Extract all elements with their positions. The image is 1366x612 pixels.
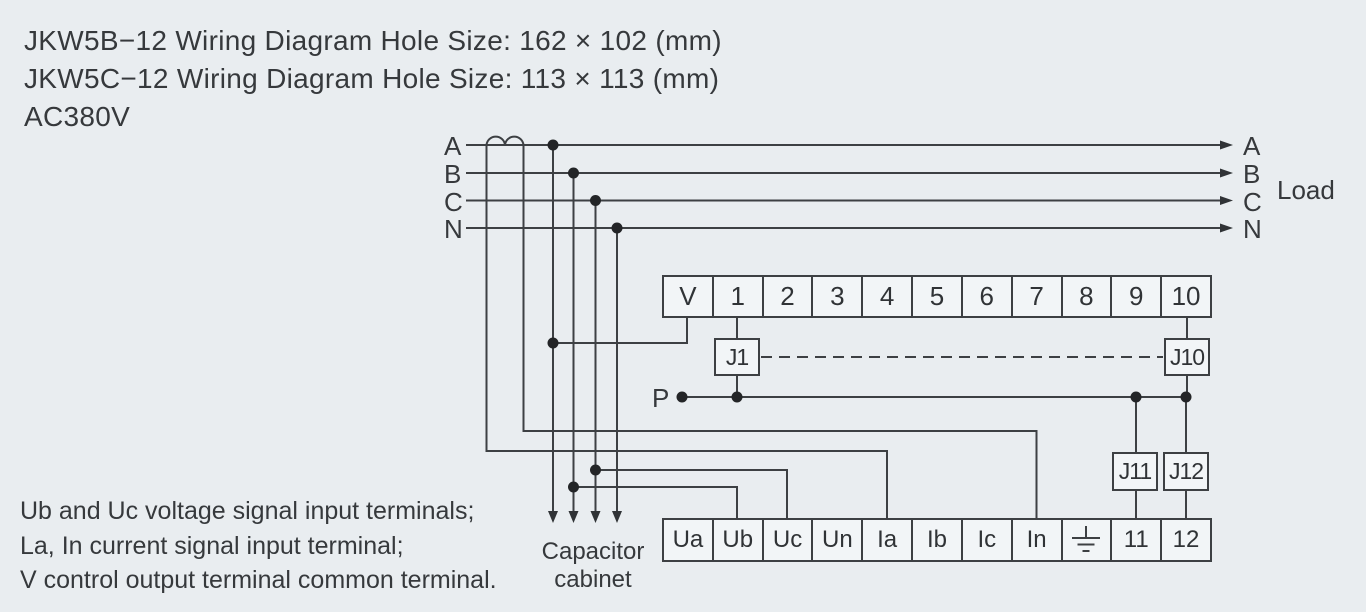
- top-cell-9: 9: [1110, 277, 1160, 316]
- capacitor-label-line-2: cabinet: [554, 565, 632, 593]
- ub-tap-link: [573, 486, 738, 518]
- top-cell-3: 3: [811, 277, 861, 316]
- bottom-cell-ia: Ia: [861, 520, 911, 560]
- relay-j10: J10: [1164, 338, 1210, 376]
- uc-tap-link: [595, 469, 788, 518]
- top-cell-6: 6: [960, 277, 1011, 316]
- title-line-3: AC380V: [24, 101, 131, 132]
- bottom-cell-ib: Ib: [911, 520, 961, 560]
- bottom-cell-un: Un: [811, 520, 861, 560]
- title-line-2: JKW5C−12 Wiring Diagram Hole Size: 113 ×…: [24, 63, 720, 94]
- bottom-cell-ic: Ic: [960, 520, 1011, 560]
- relay-j12: J12: [1163, 452, 1209, 491]
- ct-symbol-icon: [485, 135, 525, 146]
- note-line-3: V control output terminal common termina…: [20, 566, 497, 594]
- load-arrowheads: [1220, 140, 1233, 233]
- ct-lead-to-in: [522, 145, 1038, 518]
- bottom-cell-uc: Uc: [761, 520, 812, 560]
- bottom-cell-ub: Ub: [711, 520, 762, 560]
- top-cell-v: V: [679, 281, 697, 311]
- top-cell-7: 7: [1010, 277, 1061, 316]
- bottom-terminal-block: Ua Ub Uc Un Ia Ib Ic In 11 12: [662, 518, 1212, 562]
- terminal-notes: Ub and Uc voltage signal input terminals…: [20, 494, 497, 598]
- bottom-cell-ua: Ua: [672, 526, 704, 553]
- top-cell-4: 4: [861, 277, 911, 316]
- relay-j1: J1: [714, 338, 760, 376]
- top-cell-8: 8: [1060, 277, 1111, 316]
- capacitor-arrowheads: [548, 511, 622, 523]
- junction-dots: [547, 139, 1192, 493]
- phase-label-left-n: N: [444, 214, 463, 244]
- phase-label-right-a: A: [1243, 131, 1261, 161]
- note-line-1: Ub and Uc voltage signal input terminals…: [20, 497, 475, 525]
- phase-label-right-b: B: [1243, 159, 1261, 189]
- top-cell-5: 5: [911, 277, 961, 316]
- bottom-cell-12: 12: [1160, 520, 1210, 560]
- ct-lead-to-ia: [485, 145, 888, 518]
- earth-ground-icon: [1072, 526, 1101, 552]
- bottom-cell-11: 11: [1110, 520, 1160, 560]
- top-cell-2: 2: [761, 277, 812, 316]
- top-cell-10: 10: [1160, 277, 1210, 316]
- phase-label-left-a: A: [444, 131, 462, 161]
- capacitor-label-line-1: Capacitor: [541, 538, 645, 565]
- note-line-2: La, In current signal input terminal;: [20, 531, 404, 560]
- capacitor-cabinet-label: Capacitor cabinet: [517, 538, 669, 593]
- header: JKW5B−12 Wiring Diagram Hole Size: 162 ×…: [24, 22, 722, 136]
- p-bus-label: P: [652, 383, 670, 413]
- bottom-cell-ground: [1060, 520, 1111, 560]
- v-common-link: [553, 318, 688, 344]
- load-label: Load: [1277, 175, 1335, 205]
- phase-label-left-c: C: [444, 187, 463, 217]
- bottom-cell-in: In: [1010, 520, 1061, 560]
- relay-j11: J11: [1112, 452, 1158, 491]
- phase-label-left-b: B: [444, 159, 462, 189]
- title-line-1: JKW5B−12 Wiring Diagram Hole Size: 162 ×…: [24, 25, 722, 56]
- phase-label-right-n: N: [1243, 214, 1262, 244]
- top-cell-1: 1: [711, 277, 762, 316]
- top-terminal-block: V 1 2 3 4 5 6 7 8 9 10: [662, 275, 1212, 318]
- phase-label-right-c: C: [1243, 187, 1262, 217]
